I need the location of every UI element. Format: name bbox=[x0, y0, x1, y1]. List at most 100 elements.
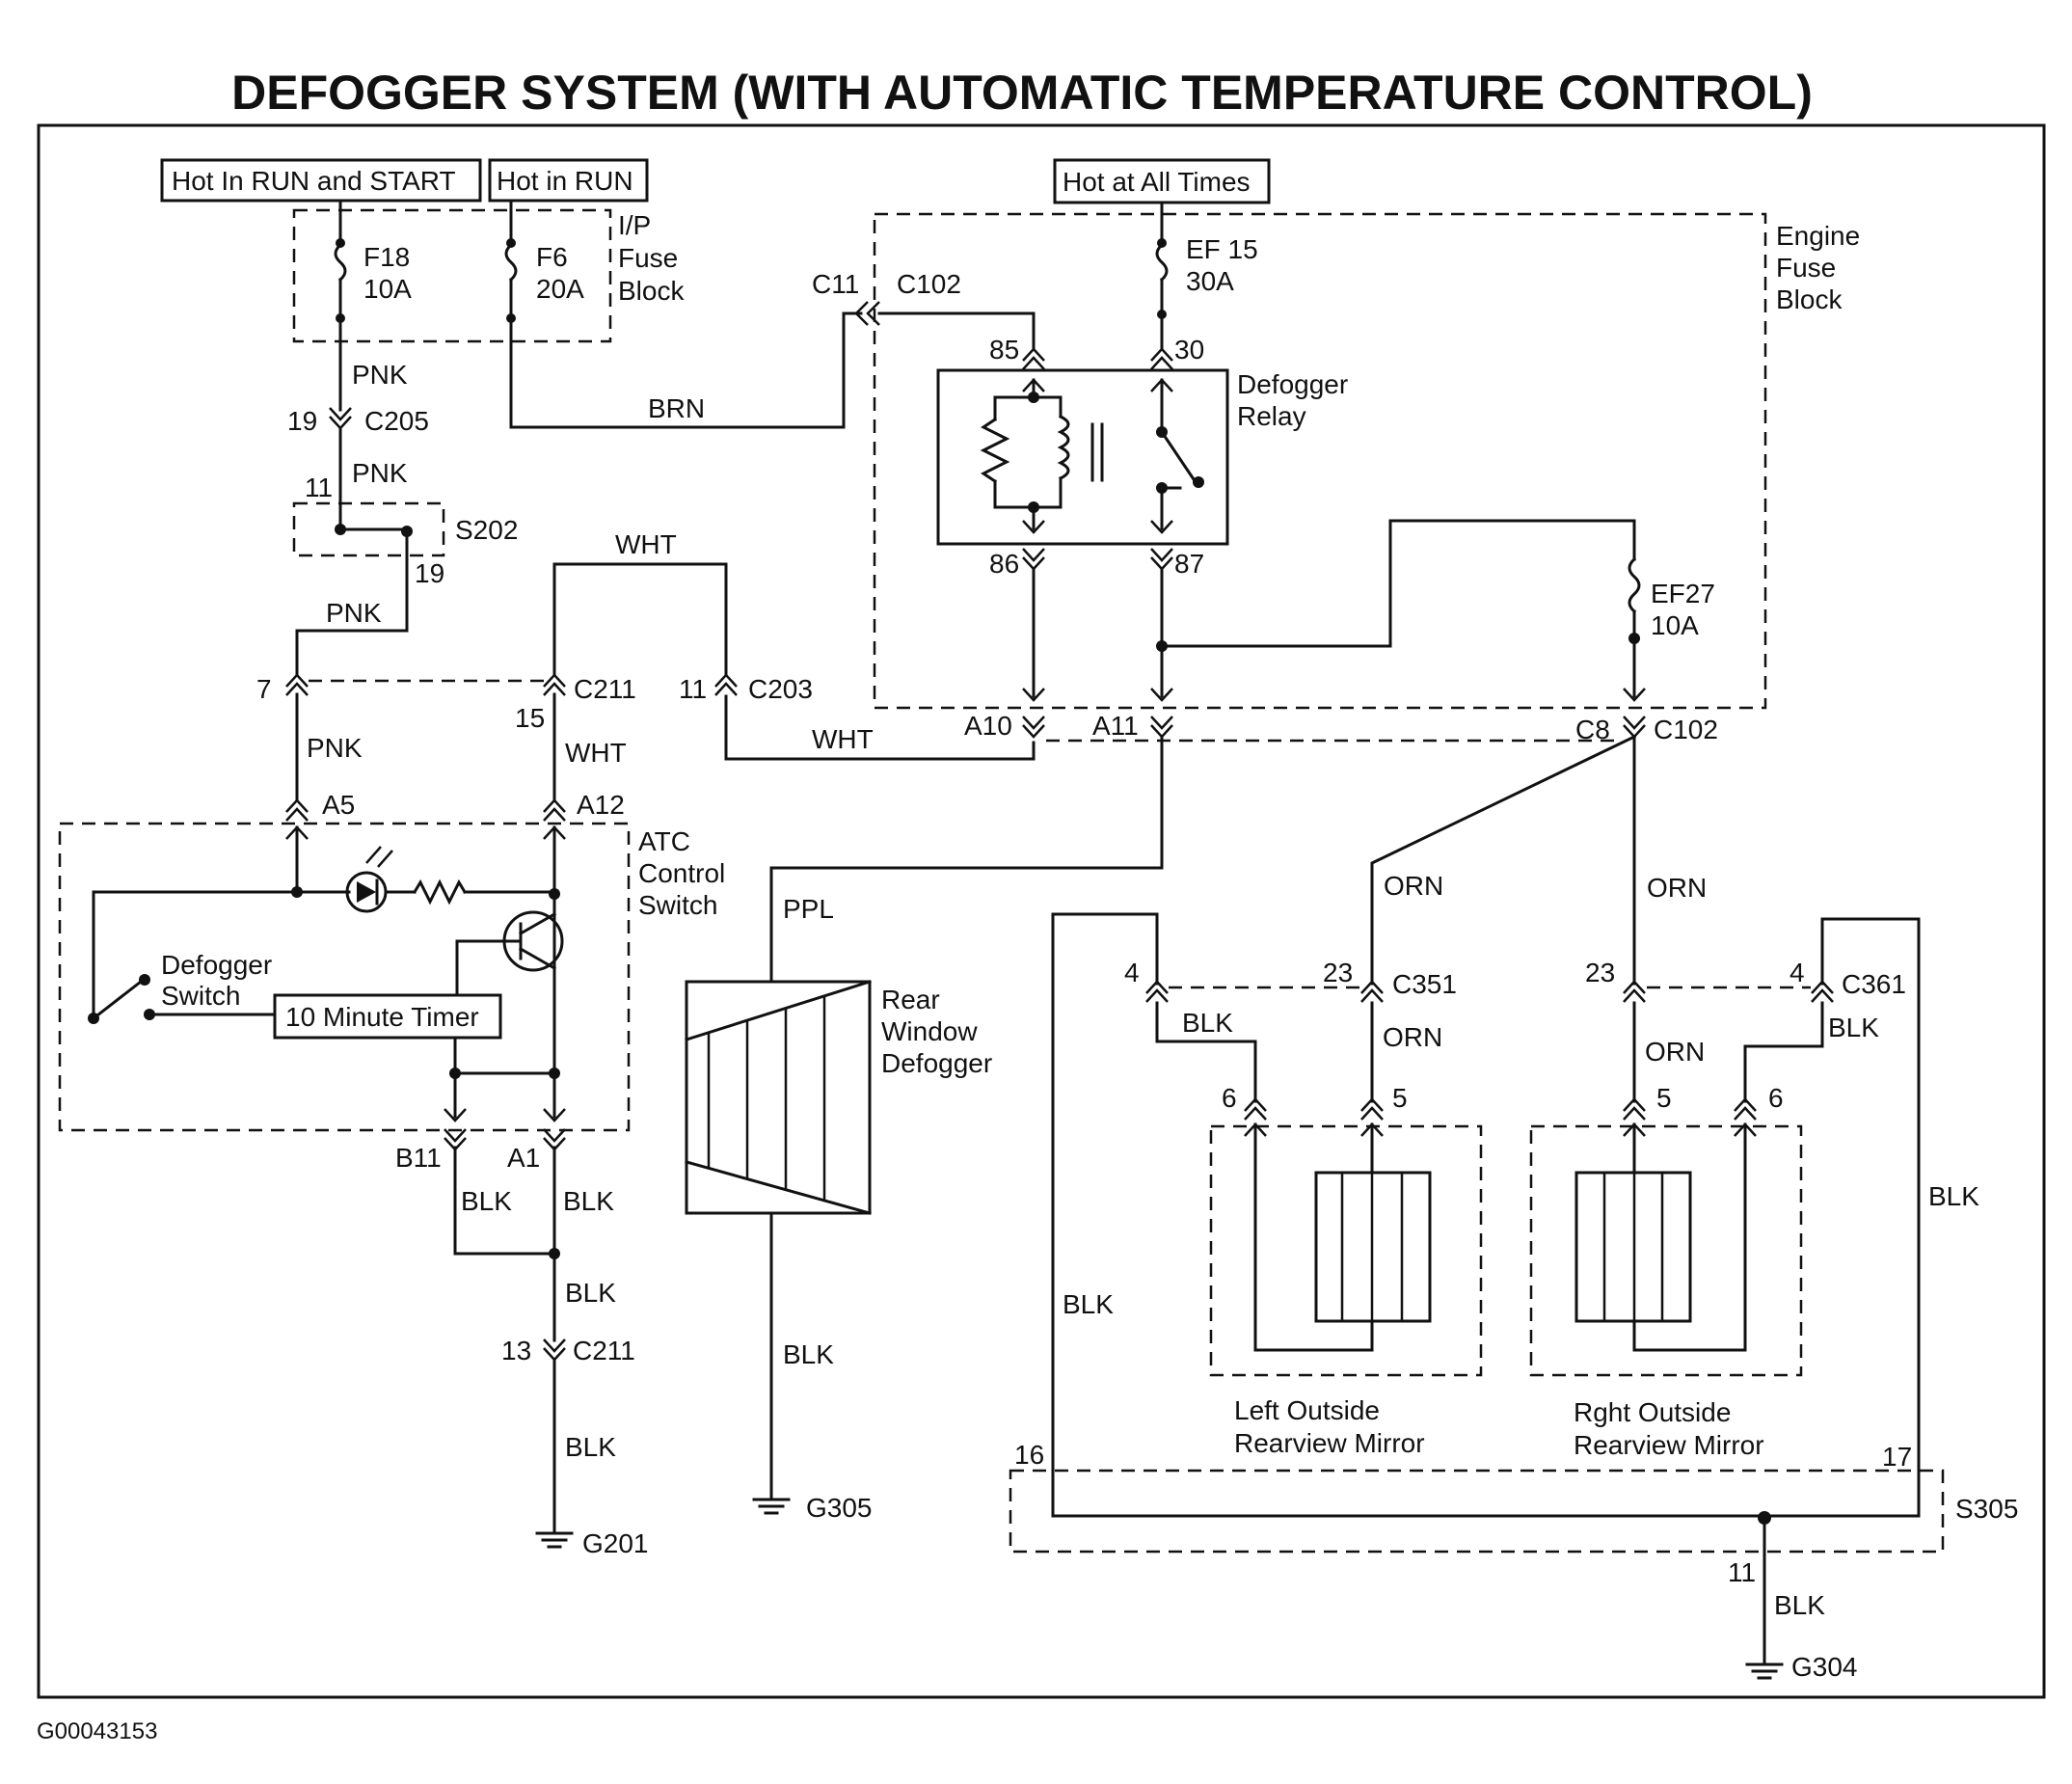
ten-minute-timer bbox=[273, 993, 502, 1040]
svg-text:Relay: Relay bbox=[1237, 401, 1306, 431]
svg-text:Fuse: Fuse bbox=[618, 243, 678, 273]
svg-text:Rearview Mirror: Rearview Mirror bbox=[1234, 1428, 1425, 1458]
svg-text:Block: Block bbox=[1776, 284, 1843, 314]
atc-ground-path: B11 A1 BLK BLK BLK 13 C211 BLK G201 bbox=[395, 1127, 649, 1558]
hot-run-start-box: Hot In RUN and START bbox=[160, 158, 482, 203]
hot-all-times-box: Hot at All Times bbox=[1053, 158, 1271, 204]
svg-text:86: 86 bbox=[989, 549, 1019, 579]
svg-text:Hot at All Times: Hot at All Times bbox=[1063, 167, 1251, 197]
svg-text:WHT: WHT bbox=[812, 724, 874, 754]
svg-text:15: 15 bbox=[515, 703, 545, 733]
svg-text:Defogger: Defogger bbox=[881, 1048, 992, 1078]
right-mirror-wiring: ORN BLK 5 6 bbox=[1622, 1001, 1879, 1122]
rear-window-defogger: PPL Rear Window Defogger BLK G305 bbox=[685, 735, 1164, 1523]
svg-text:EF 15: EF 15 bbox=[1186, 234, 1258, 264]
svg-text:PNK: PNK bbox=[307, 733, 363, 763]
left-outside-mirror: Left Outside Rearview Mirror bbox=[1209, 1122, 1483, 1458]
wire-wht: WHT 11 C203 WHT bbox=[552, 529, 1036, 761]
fuse-ef27: EF27 10A bbox=[1623, 556, 1715, 702]
diagram-frame bbox=[37, 123, 2046, 1699]
svg-text:Switch: Switch bbox=[638, 890, 717, 920]
splice-s202: S202 19 PNK bbox=[292, 501, 518, 675]
svg-text:5: 5 bbox=[1392, 1083, 1408, 1113]
svg-text:C361: C361 bbox=[1842, 969, 1906, 999]
svg-text:G305: G305 bbox=[806, 1493, 873, 1523]
svg-text:I/P: I/P bbox=[618, 210, 651, 240]
svg-text:A5: A5 bbox=[322, 790, 355, 820]
relay-outputs bbox=[1022, 519, 1636, 702]
svg-text:WHT: WHT bbox=[615, 529, 677, 559]
svg-text:A12: A12 bbox=[577, 790, 625, 820]
svg-text:C11: C11 bbox=[812, 269, 859, 299]
svg-text:Hot In RUN and START: Hot In RUN and START bbox=[172, 166, 456, 196]
svg-text:B11: B11 bbox=[395, 1143, 442, 1173]
connector-c351: 4 23 C351 bbox=[1124, 958, 1457, 1004]
svg-text:Block: Block bbox=[618, 276, 685, 306]
svg-text:BLK: BLK bbox=[1828, 1013, 1879, 1042]
wire-orn: ORN ORN bbox=[1370, 734, 1707, 986]
svg-text:Rear: Rear bbox=[881, 985, 940, 1014]
left-mirror-wiring: BLK ORN 6 5 bbox=[1155, 1001, 1442, 1122]
wire-c102-85 bbox=[877, 311, 1036, 351]
svg-text:BRN: BRN bbox=[648, 393, 705, 423]
svg-text:Rght Outside: Rght Outside bbox=[1574, 1397, 1731, 1427]
svg-text:Engine: Engine bbox=[1776, 221, 1860, 251]
fuse-ef15: EF 15 30A bbox=[1155, 201, 1258, 351]
svg-text:C211: C211 bbox=[574, 674, 636, 704]
svg-text:A10: A10 bbox=[964, 711, 1012, 741]
svg-text:Hot in RUN: Hot in RUN bbox=[497, 166, 633, 196]
svg-text:A11: A11 bbox=[1092, 711, 1139, 741]
right-outside-mirror: Rght Outside Rearview Mirror bbox=[1529, 1122, 1803, 1460]
blk-ground-loops: BLK BLK bbox=[1051, 912, 1979, 1518]
svg-text:19: 19 bbox=[287, 406, 317, 436]
svg-text:PPL: PPL bbox=[783, 894, 834, 924]
svg-text:C205: C205 bbox=[364, 406, 429, 436]
svg-text:19: 19 bbox=[415, 558, 444, 588]
svg-text:30: 30 bbox=[1174, 335, 1204, 365]
svg-text:A1: A1 bbox=[507, 1143, 540, 1173]
svg-text:10A: 10A bbox=[1651, 610, 1699, 640]
figure-id: G00043153 bbox=[37, 1718, 157, 1744]
svg-text:BLK: BLK bbox=[1774, 1590, 1825, 1620]
svg-text:Window: Window bbox=[881, 1016, 978, 1046]
svg-text:F18: F18 bbox=[363, 242, 410, 272]
svg-text:85: 85 bbox=[989, 335, 1019, 365]
diagram-title: DEFOGGER SYSTEM (WITH AUTOMATIC TEMPERAT… bbox=[231, 66, 1813, 120]
svg-text:C211: C211 bbox=[573, 1336, 635, 1365]
engine-fuse-block: Engine Fuse Block bbox=[873, 212, 1860, 710]
svg-text:17: 17 bbox=[1882, 1442, 1912, 1472]
svg-text:ORN: ORN bbox=[1383, 1022, 1442, 1052]
svg-text:PNK: PNK bbox=[352, 360, 408, 390]
fuse-f18: F18 10A bbox=[334, 199, 412, 323]
svg-text:C102: C102 bbox=[897, 269, 961, 299]
svg-text:7: 7 bbox=[256, 674, 272, 704]
svg-text:C102: C102 bbox=[1654, 715, 1718, 744]
svg-text:Control: Control bbox=[638, 858, 725, 888]
svg-text:BLK: BLK bbox=[565, 1432, 616, 1462]
svg-text:10A: 10A bbox=[363, 274, 412, 304]
svg-text:11: 11 bbox=[1728, 1557, 1756, 1587]
ip-fuse-block: I/P Fuse Block bbox=[292, 208, 685, 343]
svg-text:Rearview Mirror: Rearview Mirror bbox=[1574, 1430, 1764, 1460]
svg-text:23: 23 bbox=[1323, 958, 1353, 987]
svg-text:PNK: PNK bbox=[352, 458, 408, 488]
svg-text:ORN: ORN bbox=[1384, 871, 1443, 901]
svg-text:BLK: BLK bbox=[1182, 1008, 1233, 1038]
svg-text:Left Outside: Left Outside bbox=[1234, 1395, 1380, 1425]
svg-text:13: 13 bbox=[501, 1336, 531, 1365]
svg-text:EF27: EF27 bbox=[1651, 579, 1715, 608]
svg-text:16: 16 bbox=[1014, 1440, 1044, 1470]
svg-text:WHT: WHT bbox=[565, 738, 627, 768]
svg-text:BLK: BLK bbox=[461, 1186, 512, 1216]
svg-text:10 Minute Timer: 10 Minute Timer bbox=[285, 1002, 479, 1032]
wires-to-atc: PNK WHT A5 A12 bbox=[284, 692, 627, 823]
svg-text:BLK: BLK bbox=[1928, 1181, 1979, 1211]
svg-text:30A: 30A bbox=[1186, 266, 1234, 296]
svg-text:C8: C8 bbox=[1575, 715, 1610, 744]
svg-text:ORN: ORN bbox=[1647, 873, 1707, 903]
svg-text:11: 11 bbox=[305, 473, 333, 502]
wire-brn: BRN C11 C102 bbox=[509, 269, 961, 429]
connector-c361: 23 4 C361 bbox=[1585, 958, 1906, 1004]
hot-run-box: Hot in RUN bbox=[488, 158, 649, 203]
